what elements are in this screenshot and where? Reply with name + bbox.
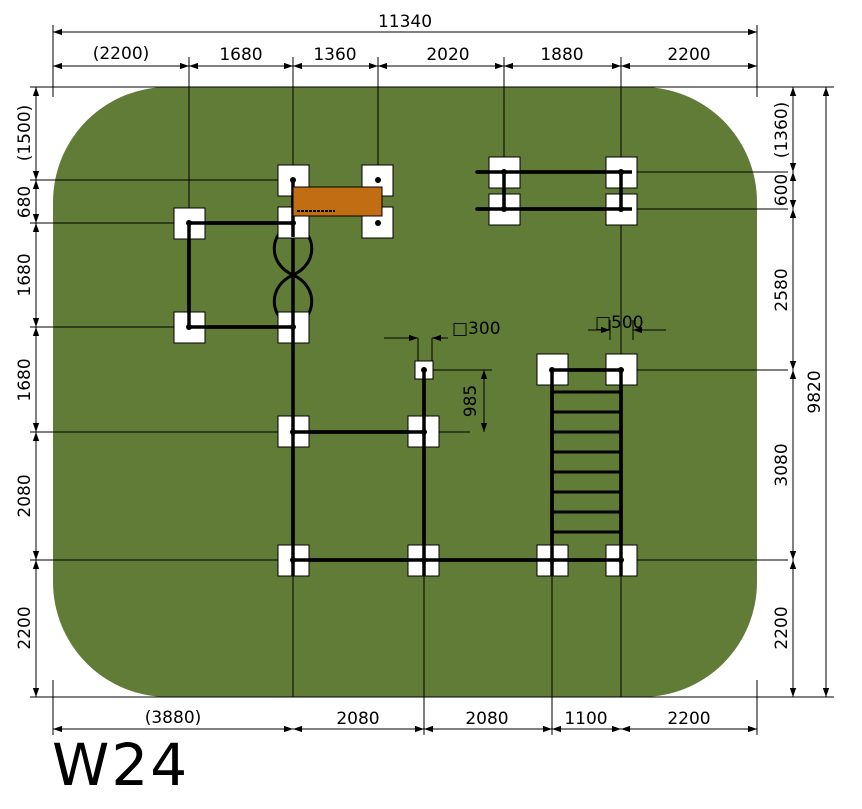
dim-left-3: 1680 (15, 253, 35, 296)
dim-top-6: 2200 (667, 45, 710, 65)
dim-top-1: (2200) (93, 44, 150, 64)
dim-offset-985: 985 (461, 385, 481, 417)
dimension-lines (32, 28, 830, 733)
dim-left-2: 680 (15, 186, 35, 218)
dim-bottom-2: 2080 (336, 709, 379, 729)
dim-top-5: 1880 (540, 45, 583, 65)
anchor-points (186, 169, 624, 563)
dim-left-1: (1500) (15, 105, 35, 162)
dim-overall-height: 9820 (805, 370, 825, 413)
dim-left-4: 1680 (15, 358, 35, 401)
dim-top-3: 1360 (313, 45, 356, 65)
dim-top-2: 1680 (219, 45, 262, 65)
dimension-labels: 11340 (2200) 1680 1360 2020 1880 2200 (3… (15, 12, 825, 729)
dim-right-1: (1360) (772, 102, 792, 159)
dim-overall-width: 11340 (378, 12, 432, 32)
ground-area (53, 87, 757, 697)
dim-bottom-5: 2200 (667, 709, 710, 729)
dim-right-4: 3080 (772, 443, 792, 486)
dim-bottom-4: 1100 (564, 709, 607, 729)
dim-left-6: 2200 (15, 606, 35, 649)
dim-right-3: 2580 (772, 268, 792, 311)
drawing-title: W24 (52, 731, 190, 799)
dim-top-4: 2020 (426, 45, 469, 65)
dim-post-small: □300 (452, 319, 501, 339)
dim-left-5: 2080 (15, 474, 35, 517)
dim-right-5: 2200 (772, 606, 792, 649)
ladder-rungs (552, 390, 621, 534)
dim-right-2: 600 (772, 174, 792, 206)
dim-post-large: □500 (595, 313, 644, 333)
dim-bottom-1: (3880) (145, 708, 202, 728)
dim-bottom-3: 2080 (465, 709, 508, 729)
